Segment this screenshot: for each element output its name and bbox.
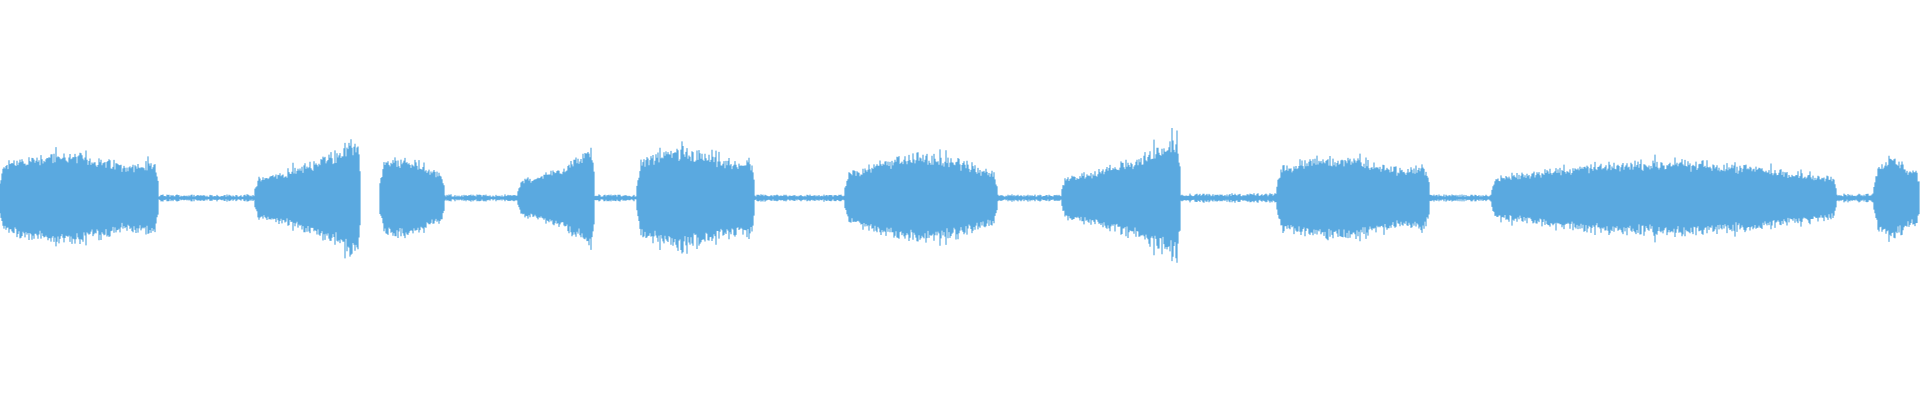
waveform-path: [0, 147, 159, 247]
waveform-path: [1061, 128, 1181, 263]
waveform-path: [1873, 155, 1920, 242]
waveform-clip-7: [1061, 128, 1181, 263]
waveform-gap-8: [1836, 193, 1874, 203]
waveform-clip-10: [1873, 155, 1920, 242]
waveform-gap-3: [594, 194, 637, 202]
waveform-path: [1836, 193, 1874, 203]
waveform-path: [1276, 153, 1430, 242]
waveform-path: [444, 194, 518, 202]
waveform-clip-6: [844, 149, 998, 246]
waveform-clip-4: [517, 147, 595, 250]
waveform-gap-6: [1180, 193, 1277, 203]
waveform-path: [636, 141, 755, 254]
waveform-clip-2: [254, 139, 361, 259]
waveform-clip-3: [379, 157, 445, 239]
waveform-path: [997, 194, 1062, 202]
waveform-clip-5: [636, 141, 755, 254]
waveform-path: [594, 194, 637, 202]
waveform-path: [754, 194, 845, 202]
waveform-clip-9: [1491, 154, 1837, 243]
waveform-path: [844, 149, 998, 246]
waveform-clip-1: [0, 147, 159, 247]
waveform-path: [254, 139, 361, 259]
waveform-gap-4: [754, 194, 845, 202]
waveform-gap-7: [1429, 194, 1492, 202]
waveform-clip-8: [1276, 153, 1430, 242]
waveform-gap-1: [158, 194, 255, 202]
waveform-path: [1429, 194, 1492, 202]
waveform-path: [379, 157, 445, 239]
waveform-path: [158, 194, 255, 202]
waveform-gap-5: [997, 194, 1062, 202]
waveform-path: [517, 147, 595, 250]
waveform-path: [1491, 154, 1837, 243]
waveform-path: [1180, 193, 1277, 203]
waveform-gap-2: [444, 194, 518, 202]
